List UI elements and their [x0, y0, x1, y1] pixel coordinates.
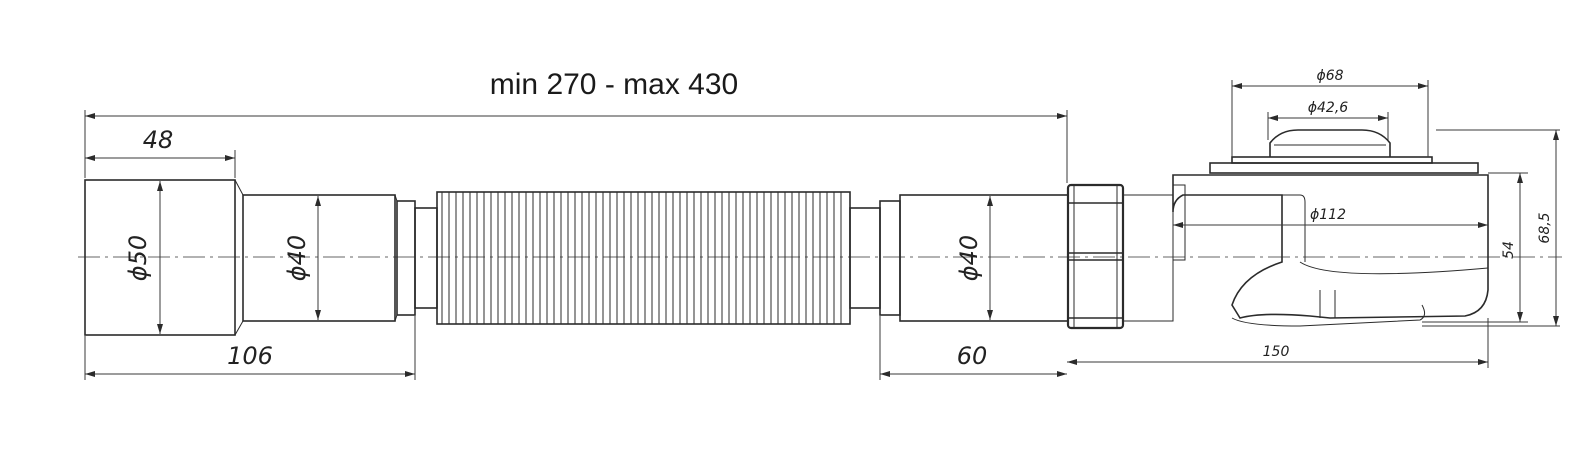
dimension-inlet-diameter: ϕ50	[124, 181, 163, 334]
inlet-diameter-label: ϕ50	[124, 235, 152, 281]
inner-diameter-label: ϕ42,6	[1308, 100, 1349, 116]
union-nut	[1066, 183, 1174, 330]
trap-length-label: 150	[1263, 344, 1290, 360]
dimension-outer-diameter: ϕ68	[1231, 68, 1429, 157]
dimension-right-pipe-diameter: ϕ40	[955, 196, 993, 320]
left-section-length-label: 106	[227, 342, 273, 370]
inlet-socket	[84, 179, 244, 336]
dimension-total-height: 68,5	[1422, 129, 1560, 327]
right-pipe-diameter-label: ϕ40	[955, 235, 983, 281]
corrugated-hose	[436, 191, 851, 325]
siphon-trap	[1172, 129, 1489, 327]
trap-height-label: 54	[1501, 241, 1517, 259]
length-range-title: min 270 - max 430	[490, 68, 738, 101]
inlet-length-label: 48	[143, 126, 174, 154]
left-pipe-section	[242, 194, 438, 322]
total-height-label: 68,5	[1537, 212, 1553, 243]
left-pipe-diameter-label: ϕ40	[283, 235, 311, 281]
dimension-left-section-length: 106	[84, 316, 416, 380]
dimension-inlet-length: 48	[85, 126, 236, 178]
trap-diameter-label: ϕ112	[1310, 207, 1346, 223]
dimension-right-section-length: 60	[879, 316, 1067, 380]
dimension-inner-diameter: ϕ42,6	[1267, 100, 1389, 140]
outer-diameter-label: ϕ68	[1316, 68, 1343, 84]
dimension-left-pipe-diameter: ϕ40	[283, 196, 321, 320]
dimension-overall-length	[84, 110, 1068, 183]
right-section-length-label: 60	[957, 342, 988, 370]
dimension-trap-height: 54	[1422, 172, 1528, 323]
dimension-trap-diameter: ϕ112	[1173, 207, 1488, 228]
